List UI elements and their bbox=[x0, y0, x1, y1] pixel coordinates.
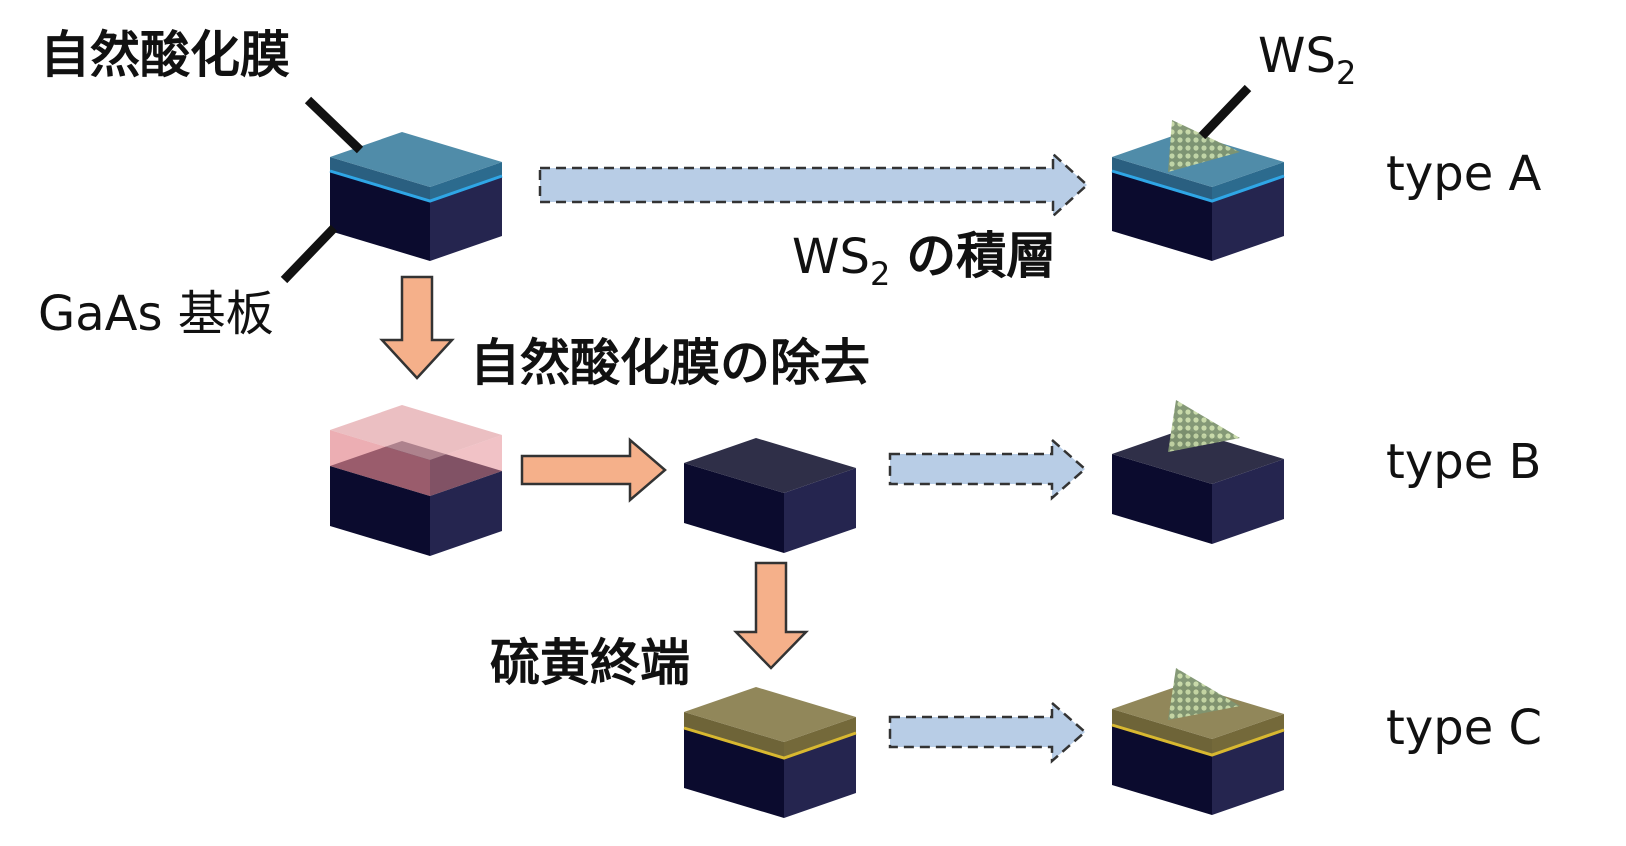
cube-side-face bbox=[784, 733, 856, 818]
cube-oxide-being-removed bbox=[330, 405, 502, 556]
oxide-layer-side bbox=[430, 162, 502, 201]
cube-side-face bbox=[1212, 176, 1284, 261]
oxide-layer-front bbox=[330, 157, 430, 201]
sulfur-layer-side bbox=[1212, 714, 1284, 755]
sulfur-termination-label: 硫黄終端 bbox=[490, 634, 690, 692]
oxide-removal-arrow bbox=[379, 275, 455, 380]
type-a-cube bbox=[1111, 120, 1285, 261]
ws2-stack-label: WS2 の積層 bbox=[792, 227, 1056, 293]
type-a-label: type A bbox=[1386, 146, 1541, 202]
removed-layer-side bbox=[430, 435, 502, 496]
ws2-label: WS2 bbox=[1258, 28, 1356, 92]
type-b-cube bbox=[1112, 400, 1284, 544]
deposition-arrow-b bbox=[888, 437, 1087, 501]
oxide-layer-front bbox=[1112, 157, 1212, 201]
type-c-label: type C bbox=[1386, 700, 1542, 756]
ws2-stack-formula: WS bbox=[792, 229, 870, 285]
oxide-layer-top bbox=[330, 132, 502, 187]
ws2-formula: WS bbox=[1258, 28, 1336, 84]
native-oxide-pointer bbox=[304, 96, 364, 154]
type-b-label: type B bbox=[1386, 434, 1541, 490]
removed-layer-top bbox=[330, 405, 502, 460]
oxide-edge-line bbox=[329, 169, 503, 203]
ws2-flake bbox=[1168, 120, 1240, 172]
ws2-flake bbox=[1168, 400, 1240, 452]
ws2-pointer bbox=[1198, 84, 1252, 140]
ws2-stack-suffix: の積層 bbox=[906, 227, 1056, 285]
cube-side-face bbox=[430, 176, 502, 261]
process-arrow-right bbox=[520, 437, 667, 503]
ws2-stack-subscript: 2 bbox=[870, 255, 890, 293]
clean-gaas-cube bbox=[684, 438, 856, 553]
cube-side-face bbox=[784, 468, 856, 553]
deposition-arrow-c bbox=[888, 700, 1087, 764]
deposition-arrow-a bbox=[538, 151, 1089, 219]
cube-side-face bbox=[1212, 730, 1284, 815]
ws2-subscript: 2 bbox=[1336, 54, 1356, 92]
cube-with-native-oxide bbox=[329, 132, 503, 261]
sulfur-layer-front bbox=[684, 712, 784, 758]
cube-side-face bbox=[430, 471, 502, 556]
sulfur-terminated-cube bbox=[683, 687, 857, 818]
sulfur-edge-line bbox=[683, 726, 857, 760]
oxide-removal-label: 自然酸化膜の除去 bbox=[470, 334, 870, 392]
cube-top-face bbox=[1112, 429, 1284, 484]
oxide-edge-line bbox=[1111, 169, 1285, 203]
removed-layer-front bbox=[330, 430, 430, 496]
oxide-layer-side bbox=[1212, 162, 1284, 201]
substrate-pointer bbox=[280, 224, 338, 284]
sulfur-edge-line bbox=[1111, 723, 1285, 757]
native-oxide-label: 自然酸化膜 bbox=[40, 26, 290, 84]
cube-top-face bbox=[684, 438, 856, 493]
gaas-substrate-label: GaAs 基板 bbox=[38, 286, 274, 342]
sulfur-layer-side bbox=[784, 717, 856, 758]
sulfur-layer-front bbox=[1112, 709, 1212, 755]
sulfur-termination-arrow bbox=[733, 561, 809, 670]
ws2-flake bbox=[1168, 668, 1240, 720]
cube-side-face bbox=[1212, 459, 1284, 544]
type-c-cube bbox=[1111, 668, 1285, 815]
sulfur-layer-top bbox=[684, 687, 856, 742]
